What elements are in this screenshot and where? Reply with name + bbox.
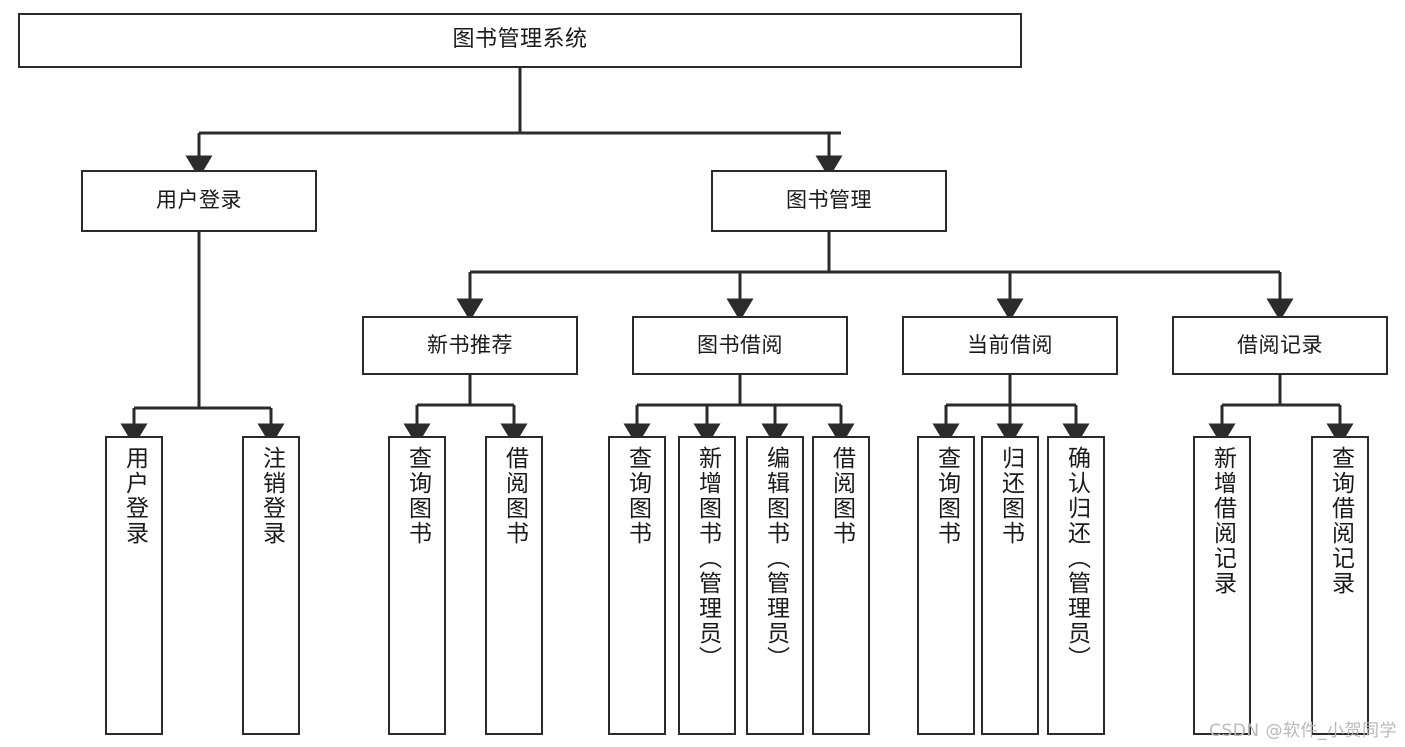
node-label: 查询图书 bbox=[933, 446, 960, 546]
node-leaf-borrow-book[interactable]: 借阅图书 bbox=[812, 436, 870, 735]
node-label: 图书管理系统 bbox=[452, 27, 588, 53]
node-user-login[interactable]: 用户登录 bbox=[81, 170, 317, 232]
node-leaf-query-book-recommend[interactable]: 查询图书 bbox=[388, 436, 446, 735]
node-label: 图书管理 bbox=[786, 188, 872, 213]
node-new-book-recommend[interactable]: 新书推荐 bbox=[362, 316, 578, 375]
node-leaf-borrow-book-recommend[interactable]: 借阅图书 bbox=[485, 436, 543, 735]
node-leaf-return-book[interactable]: 归还图书 bbox=[981, 436, 1039, 735]
node-current-borrow[interactable]: 当前借阅 bbox=[902, 316, 1118, 375]
node-leaf-user-login[interactable]: 用户登录 bbox=[105, 436, 163, 735]
watermark: CSDN @软件_小贺同学 bbox=[1209, 721, 1397, 741]
node-label: 注销登录 bbox=[258, 446, 285, 546]
node-label: 查询图书 bbox=[624, 446, 651, 546]
node-leaf-query-borrow-record[interactable]: 查询借阅记录 bbox=[1311, 436, 1369, 735]
node-label: 图书借阅 bbox=[697, 332, 783, 357]
node-label: 编辑图书（管理员） bbox=[762, 446, 789, 671]
node-book-borrow[interactable]: 图书借阅 bbox=[632, 316, 848, 375]
node-leaf-query-book-borrow[interactable]: 查询图书 bbox=[608, 436, 666, 735]
node-leaf-edit-book-admin[interactable]: 编辑图书（管理员） bbox=[746, 436, 804, 735]
node-label: 用户登录 bbox=[121, 446, 148, 546]
node-root-system[interactable]: 图书管理系统 bbox=[18, 13, 1022, 68]
node-borrow-record[interactable]: 借阅记录 bbox=[1172, 316, 1388, 375]
node-label: 查询图书 bbox=[404, 446, 431, 546]
node-label: 新书推荐 bbox=[427, 332, 513, 357]
node-label: 用户登录 bbox=[156, 188, 242, 213]
node-book-management[interactable]: 图书管理 bbox=[711, 170, 947, 232]
node-label: 当前借阅 bbox=[967, 332, 1053, 357]
node-leaf-query-book-current[interactable]: 查询图书 bbox=[917, 436, 975, 735]
node-label: 新增图书（管理员） bbox=[694, 446, 721, 671]
node-label: 借阅图书 bbox=[501, 446, 528, 546]
node-label: 新增借阅记录 bbox=[1209, 446, 1236, 596]
node-leaf-logout[interactable]: 注销登录 bbox=[242, 436, 300, 735]
node-label: 查询借阅记录 bbox=[1327, 446, 1354, 596]
node-label: 借阅图书 bbox=[828, 446, 855, 546]
node-leaf-add-borrow-record[interactable]: 新增借阅记录 bbox=[1193, 436, 1251, 735]
node-leaf-add-book-admin[interactable]: 新增图书（管理员） bbox=[678, 436, 736, 735]
node-leaf-confirm-return-admin[interactable]: 确认归还（管理员） bbox=[1047, 436, 1105, 735]
node-label: 借阅记录 bbox=[1237, 332, 1323, 357]
node-label: 归还图书 bbox=[997, 446, 1024, 546]
node-label: 确认归还（管理员） bbox=[1063, 446, 1090, 671]
